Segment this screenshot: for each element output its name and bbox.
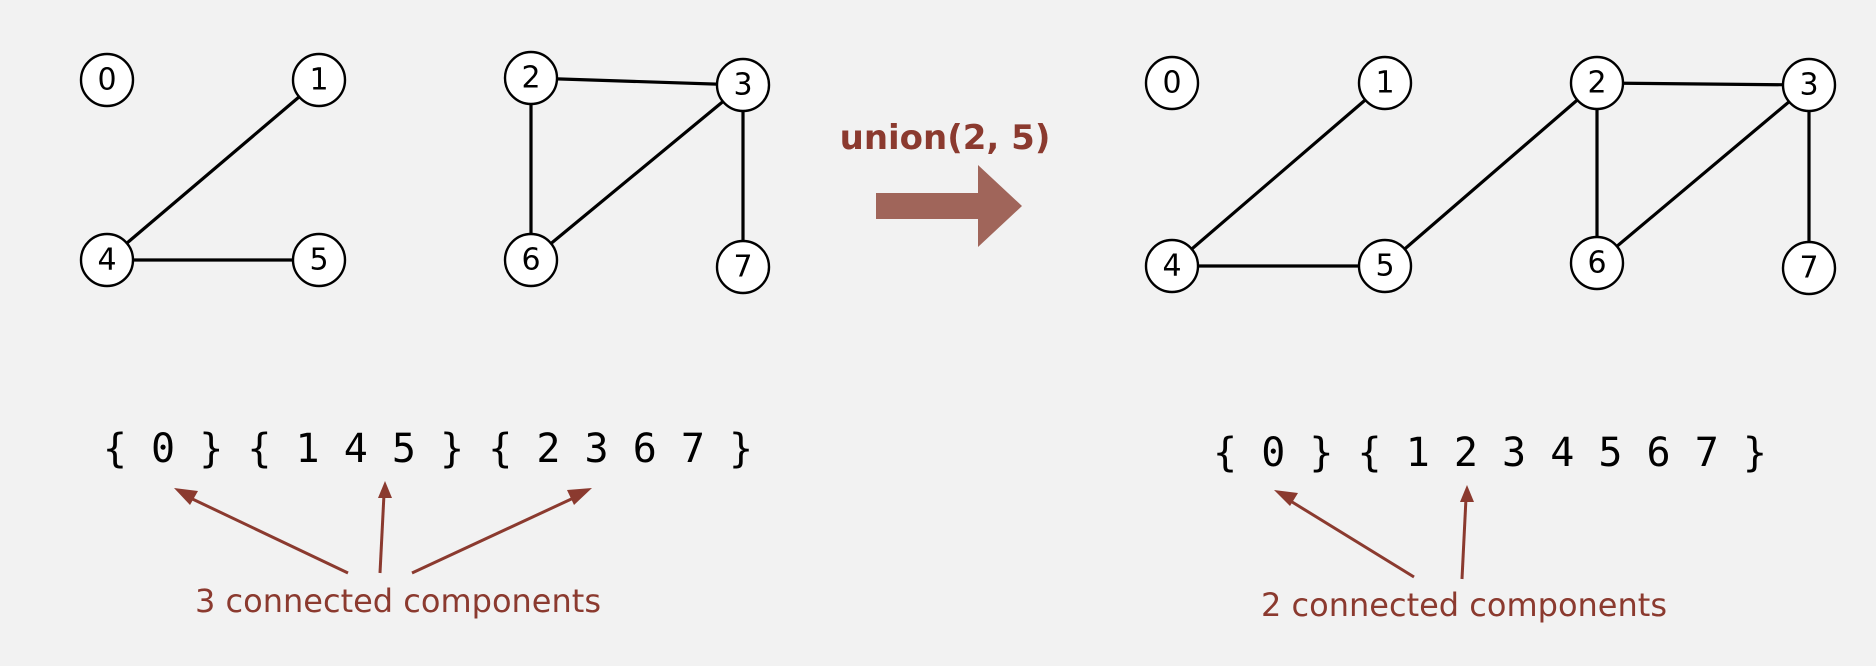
arrowhead-icon [1274,490,1298,506]
edge-2-3 [1596,81,1810,87]
node-2: 2 [1569,55,1625,111]
node-label: 7 [1799,251,1818,286]
node-circle [79,232,135,288]
node-0: 0 [1144,55,1200,111]
node-6: 6 [503,232,559,288]
node-0: 0 [79,52,135,108]
node-label: 1 [1375,66,1394,101]
node-label: 4 [97,243,116,278]
node-4: 4 [1144,238,1200,294]
node-label: 2 [1587,66,1606,101]
node-circle [1569,235,1625,291]
after-sets-text: { 0 } { 1 2 3 4 5 6 7 } [1213,430,1767,476]
edge-2-5 [1383,81,1599,268]
node-5: 5 [291,232,347,288]
pointer-arrow [411,493,581,575]
arrowhead-icon [378,481,392,498]
node-7: 7 [715,239,771,295]
node-1: 1 [1357,55,1413,111]
operation-label: union(2, 5) [840,118,1051,158]
node-label: 3 [1799,68,1818,103]
node-2: 2 [503,50,559,106]
arrowhead-icon [174,488,198,505]
node-4: 4 [79,232,135,288]
node-circle [1357,238,1413,294]
node-label: 1 [309,63,328,98]
node-circle [291,232,347,288]
before-components-label: 3 connected components [195,582,601,620]
node-5: 5 [1357,238,1413,294]
after-graph: 0 1 2 3 4 5 6 7 [1144,55,1837,296]
node-label: 5 [309,243,328,278]
node-circle [715,239,771,295]
before-graph: 0 1 2 3 4 5 6 7 [79,50,771,295]
node-label: 5 [1375,249,1394,284]
node-label: 7 [733,250,752,285]
edge-2-3 [530,76,744,87]
node-circle [1781,57,1837,113]
node-circle [715,57,771,113]
right-arrow-icon [876,165,1022,247]
node-label: 6 [1587,246,1606,281]
edge-3-6 [529,83,745,262]
edge-1-4 [1170,81,1387,268]
pointer-arrow [378,493,386,574]
node-circle [291,52,347,108]
node-1: 1 [291,52,347,108]
after-pointer-arrows [1274,485,1474,580]
node-circle [503,50,559,106]
edge-3-6 [1595,83,1811,265]
node-circle [1144,55,1200,111]
before-pointer-arrows [174,481,592,575]
node-circle [1781,240,1837,296]
node-label: 0 [1162,66,1181,101]
pointer-arrow [1460,497,1468,580]
node-label: 4 [1162,249,1181,284]
node-3: 3 [1781,57,1837,113]
node-label: 0 [97,63,116,98]
edge-1-4 [105,78,321,262]
node-6: 6 [1569,235,1625,291]
after-components-label: 2 connected components [1261,586,1667,624]
pointer-arrow [183,493,349,575]
node-circle [1357,55,1413,111]
node-label: 3 [733,68,752,103]
arrowhead-icon [567,488,592,505]
node-circle [503,232,559,288]
node-label: 2 [521,61,540,96]
pointer-arrow [1283,495,1415,579]
node-circle [1569,55,1625,111]
node-3: 3 [715,57,771,113]
arrowhead-icon [1460,485,1474,502]
node-circle [1144,238,1200,294]
node-7: 7 [1781,240,1837,296]
node-label: 6 [521,243,540,278]
node-circle [79,52,135,108]
before-sets-text: { 0 } { 1 4 5 } { 2 3 6 7 } [103,426,753,472]
